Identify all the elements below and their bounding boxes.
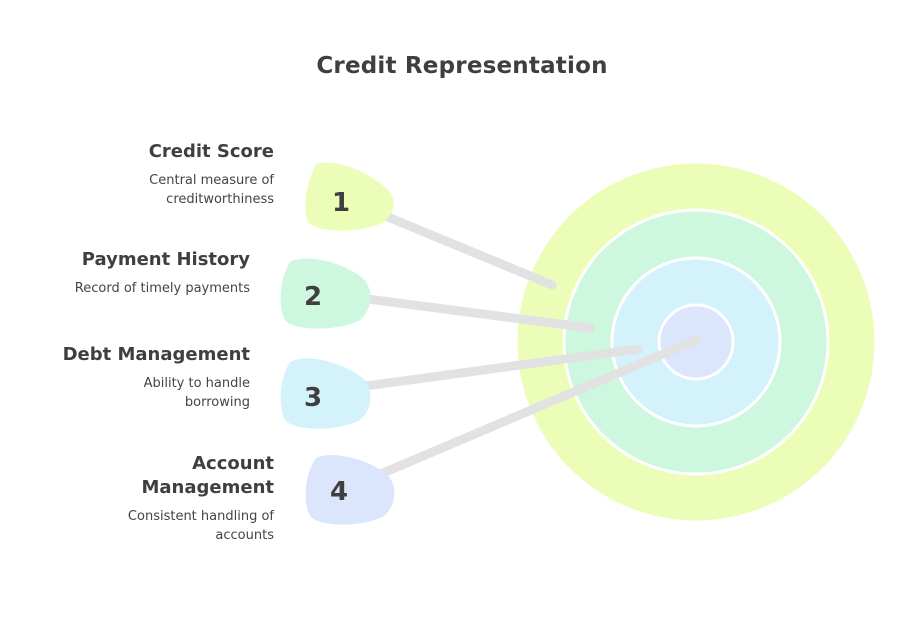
step-number-4: 4 <box>330 477 348 507</box>
arrow-shaft-4 <box>371 335 701 481</box>
item-title: Debt Management <box>62 344 250 365</box>
arrow-shaft-3 <box>353 344 643 392</box>
arrow-shaft-2 <box>355 293 595 333</box>
step-number-3: 3 <box>304 383 322 413</box>
diagram-title: Credit Representation <box>316 53 608 79</box>
arrow-head-3 <box>280 358 371 429</box>
item-title: Payment History <box>81 249 250 270</box>
arrow-head-2 <box>280 258 371 329</box>
step-number-2: 2 <box>304 282 322 312</box>
item-description: Central measure of creditworthiness <box>149 173 274 207</box>
item-debt-management: Debt Management Ability to handle borrow… <box>10 343 250 412</box>
item-payment-history: Payment History Record of timely payment… <box>10 248 250 298</box>
arrow-head-4 <box>305 454 395 525</box>
item-title: Account Management <box>141 453 275 498</box>
item-credit-score: Credit Score Central measure of creditwo… <box>34 140 274 209</box>
item-description: Consistent handling of accounts <box>127 509 274 543</box>
arrow-head-1 <box>305 162 394 231</box>
arrow-shaft-1 <box>371 207 557 290</box>
item-title: Credit Score <box>148 141 274 162</box>
item-description: Ability to handle borrowing <box>143 376 250 410</box>
item-description: Record of timely payments <box>74 281 250 296</box>
step-number-1: 1 <box>332 188 350 218</box>
item-account-management: Account Management Consistent handling o… <box>34 452 274 545</box>
